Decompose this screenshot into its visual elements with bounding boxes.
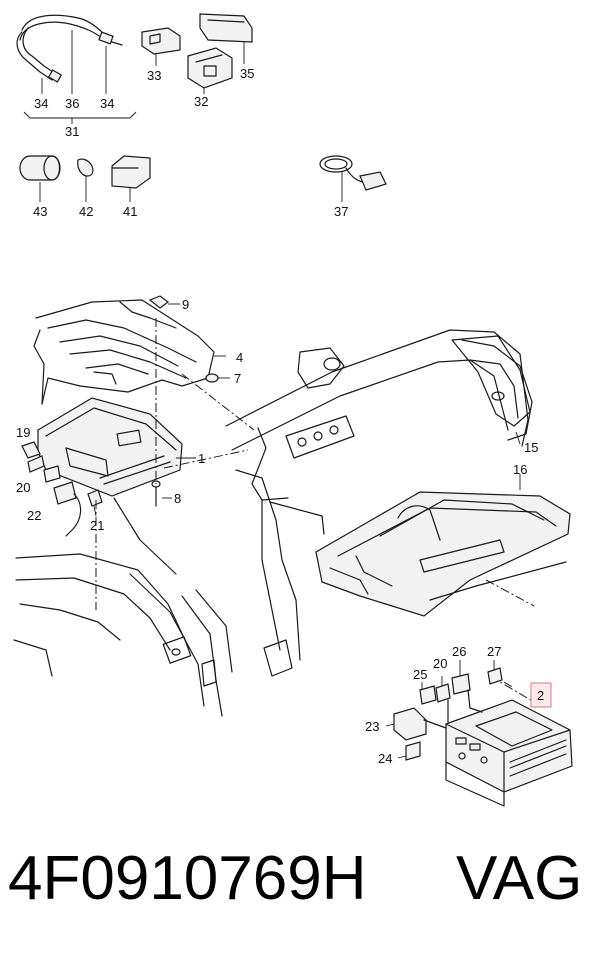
callout-43: 43 (33, 204, 47, 219)
small-hardware-left (21, 295, 230, 537)
callout-7: 7 (234, 371, 241, 386)
crossbar-frame (13, 329, 531, 717)
brand-caption: VAG (456, 844, 583, 913)
coiled-cable-assembly (16, 14, 137, 124)
callout-37: 37 (334, 204, 348, 219)
callout-31: 31 (65, 124, 79, 139)
small-parts-row (19, 155, 387, 202)
mounting-bracket (33, 299, 215, 405)
callout-23: 23 (365, 719, 379, 734)
callout-34-right: 34 (100, 96, 114, 111)
callout-24: 24 (378, 751, 392, 766)
callout-labels: 34 36 34 31 33 32 35 43 42 41 37 9 4 7 1… (16, 66, 544, 766)
callout-2-highlight (530, 682, 552, 708)
radio-unit-2 (445, 699, 573, 807)
callout-26: 26 (452, 644, 466, 659)
callout-32: 32 (194, 94, 208, 109)
callout-22: 22 (27, 508, 41, 523)
connector-group-32-33-35 (141, 13, 253, 94)
callout-2: 2 (537, 688, 544, 703)
callout-35: 35 (240, 66, 254, 81)
center-console-tray-16 (315, 474, 571, 617)
callout-9: 9 (182, 297, 189, 312)
callout-19: 19 (16, 425, 30, 440)
part-number-caption: 4F0910769H (8, 844, 367, 913)
callout-8: 8 (174, 491, 181, 506)
callout-1: 1 (198, 451, 205, 466)
callout-25: 25 (413, 667, 427, 682)
callout-16: 16 (513, 462, 527, 477)
control-unit-1 (37, 397, 183, 497)
callout-33: 33 (147, 68, 161, 83)
callout-42: 42 (79, 204, 93, 219)
callout-4: 4 (236, 350, 243, 365)
callout-15: 15 (524, 440, 538, 455)
side-trim-15 (461, 339, 533, 445)
callout-21: 21 (90, 518, 104, 533)
callout-36: 36 (65, 96, 79, 111)
callout-20-right: 20 (433, 656, 447, 671)
callout-34-left: 34 (34, 96, 48, 111)
callout-27: 27 (487, 644, 501, 659)
callout-41: 41 (123, 204, 137, 219)
connectors-20-23-24-25-26-27 (385, 660, 503, 761)
callout-20-left: 20 (16, 480, 30, 495)
